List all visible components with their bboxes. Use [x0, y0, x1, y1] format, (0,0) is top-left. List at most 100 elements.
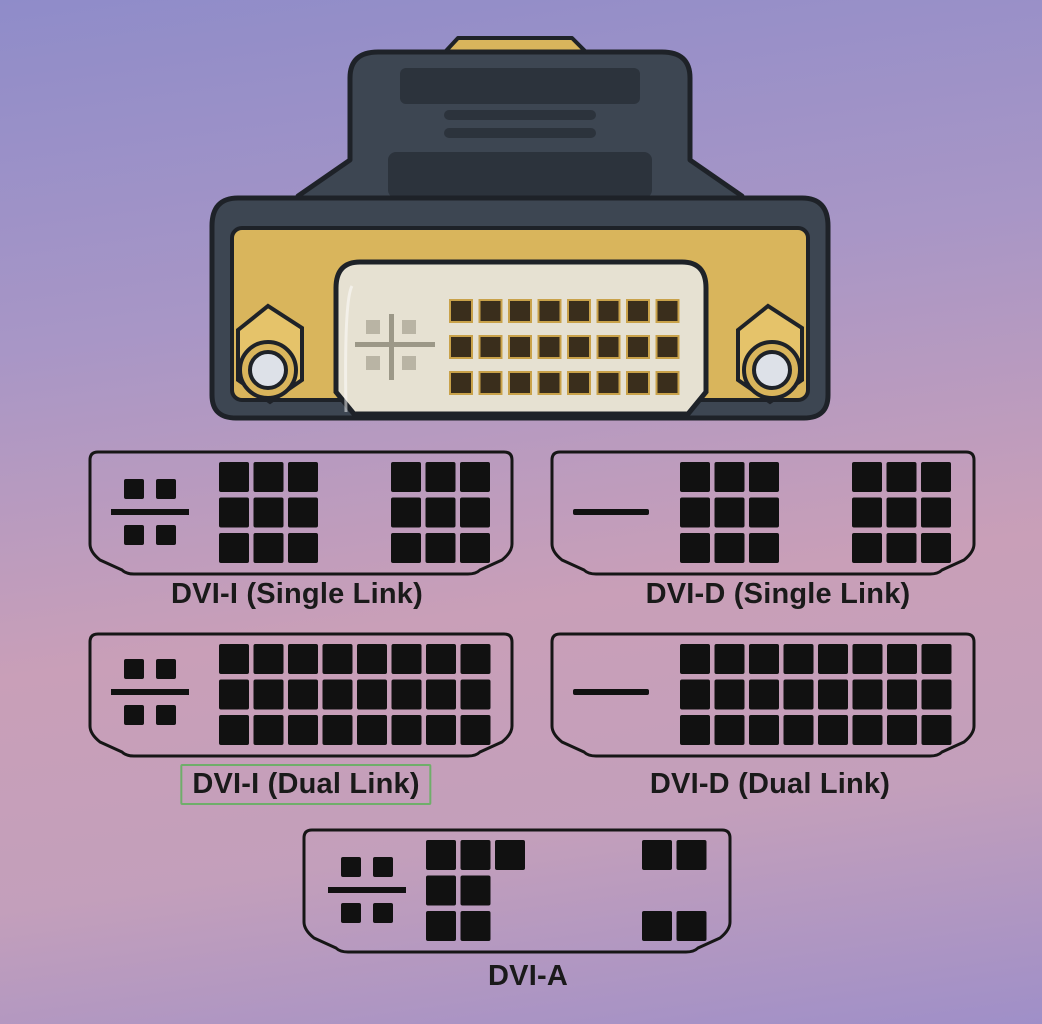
pin	[426, 715, 456, 745]
analog-pin	[156, 479, 176, 499]
pin	[886, 462, 917, 492]
left-thumbscrew	[236, 303, 304, 405]
pin	[253, 533, 284, 563]
analog-blade	[111, 689, 189, 695]
pin	[680, 497, 710, 528]
pin	[426, 911, 456, 941]
analog-pin	[124, 705, 144, 725]
pin	[219, 462, 249, 492]
adapter-pin	[508, 299, 532, 323]
pin	[253, 679, 284, 710]
pin	[714, 679, 745, 710]
pin	[391, 715, 422, 745]
pin	[426, 875, 456, 906]
analog-pin	[341, 903, 361, 923]
pin	[460, 715, 491, 745]
pin	[460, 679, 491, 710]
connector-diagrams	[88, 450, 976, 954]
pin	[253, 497, 284, 528]
connector-outline-dvi-d-single	[550, 450, 976, 576]
analog-blade	[328, 887, 406, 893]
analog-cross-pins	[355, 314, 435, 380]
pin	[714, 715, 745, 745]
adapter-pin	[478, 335, 503, 359]
analog-pin	[156, 659, 176, 679]
pin	[219, 644, 249, 674]
pin	[921, 497, 951, 528]
pin	[921, 644, 952, 674]
analog-pin	[124, 525, 144, 545]
adapter-pin	[596, 371, 621, 395]
pin	[391, 644, 422, 674]
pin	[426, 679, 456, 710]
connector-outline-dvi-a	[302, 828, 732, 954]
connector-outline-dvi-d-dual	[550, 632, 976, 758]
adapter-pin	[626, 335, 650, 359]
analog-pin	[124, 479, 144, 499]
pin	[219, 533, 249, 563]
pin	[818, 679, 848, 710]
pin	[219, 715, 249, 745]
adapter-pin	[596, 335, 621, 359]
pin	[749, 715, 779, 745]
pin	[288, 644, 318, 674]
analog-pin	[373, 857, 393, 877]
pin	[460, 462, 490, 492]
adapter-pin	[478, 371, 503, 395]
pin	[680, 715, 710, 745]
label-dvi-a: DVI-A	[488, 960, 568, 992]
pin	[887, 644, 917, 674]
pin	[425, 497, 456, 528]
connector-outline-dvi-i-dual	[88, 632, 514, 758]
pin	[714, 533, 745, 563]
body-recess-top	[400, 68, 640, 104]
adapter-pin	[478, 299, 503, 323]
adapter-pin	[508, 371, 532, 395]
pin	[676, 911, 707, 941]
pin	[714, 497, 745, 528]
right-thumbscrew	[736, 303, 804, 405]
pin	[288, 462, 318, 492]
pin	[425, 533, 456, 563]
pin	[680, 679, 710, 710]
analog-pin	[156, 705, 176, 725]
adapter-pin	[449, 335, 473, 359]
ground-blade	[573, 509, 649, 515]
label-dvi-d-single-link: DVI-D (Single Link)	[645, 578, 911, 610]
pin	[921, 533, 951, 563]
pin	[852, 715, 883, 745]
pin	[680, 462, 710, 492]
pin	[460, 875, 491, 906]
pin	[818, 644, 848, 674]
pin	[357, 644, 387, 674]
adapter-pin	[626, 371, 650, 395]
pin	[680, 644, 710, 674]
pin	[783, 644, 814, 674]
pin	[749, 679, 779, 710]
pin	[921, 715, 952, 745]
label-dvi-d-dual-link: DVI-D (Dual Link)	[649, 768, 891, 800]
adapter-pin	[537, 335, 562, 359]
pin	[288, 497, 318, 528]
pin	[680, 533, 710, 563]
pin	[460, 533, 490, 563]
pin	[391, 533, 421, 563]
pin	[887, 715, 917, 745]
pin	[322, 644, 353, 674]
pin	[391, 679, 422, 710]
adapter-pin	[449, 299, 473, 323]
connector-outline-dvi-i-single	[88, 450, 514, 576]
dvi-adapter-illustration	[209, 36, 831, 421]
pin	[425, 462, 456, 492]
pin	[357, 715, 387, 745]
pin	[921, 462, 951, 492]
pin	[391, 462, 421, 492]
pin	[253, 715, 284, 745]
pin	[288, 679, 318, 710]
pin	[749, 533, 779, 563]
adapter-pin-grid	[449, 299, 680, 395]
pin	[714, 462, 745, 492]
pin	[322, 715, 353, 745]
pin	[426, 840, 456, 870]
